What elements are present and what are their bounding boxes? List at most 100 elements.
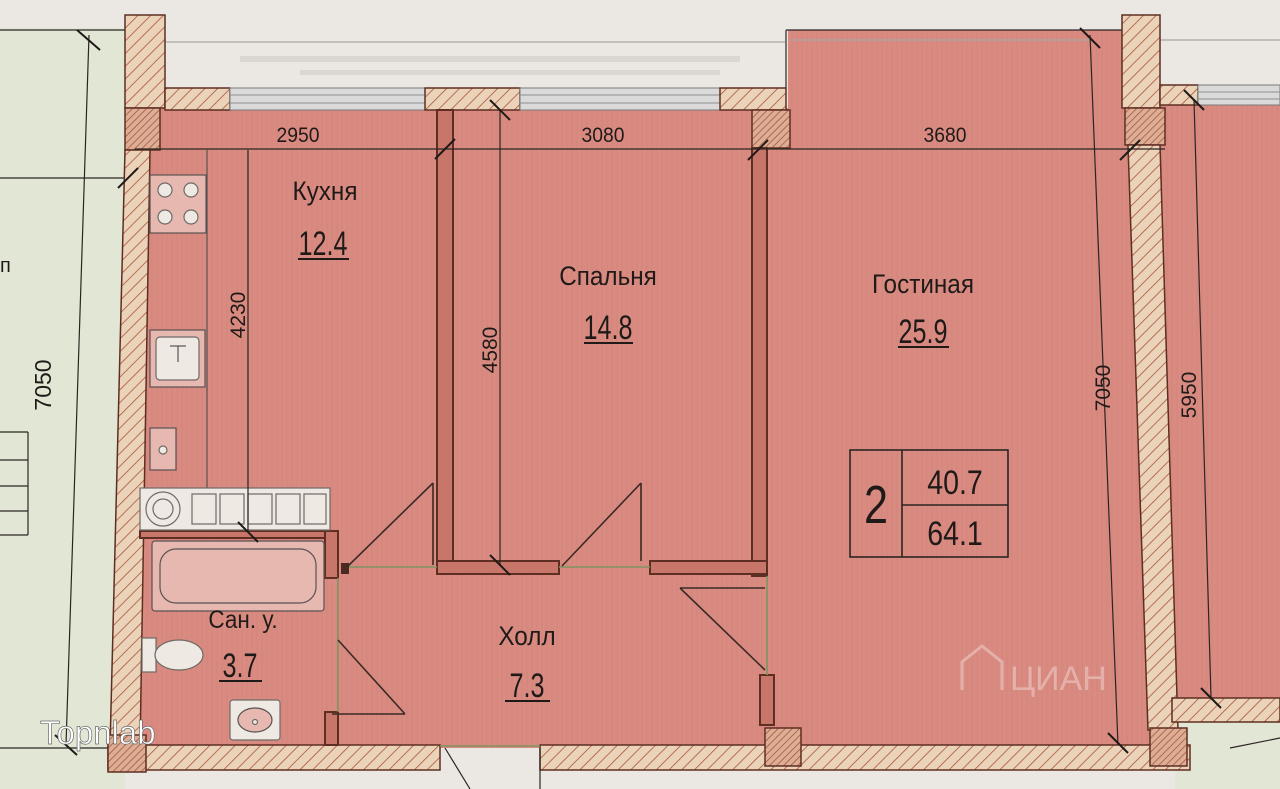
- dimension-tick: [747, 139, 769, 161]
- dimension-label-neighbor: 5950: [1178, 372, 1201, 419]
- edge-text-fragment: п: [0, 255, 11, 277]
- exterior-wall-bottom: [539, 744, 1191, 771]
- dimension-label-kitchen-width: 2950: [277, 124, 320, 147]
- partition-bedroom-living: [751, 147, 768, 577]
- partition-kitchen-bedroom: [436, 109, 454, 566]
- dimension-label-bedroom-depth: 4580: [479, 327, 502, 374]
- exterior-wall-top: [719, 87, 787, 111]
- summary-room-count: 2: [864, 476, 888, 536]
- window-frame: [229, 87, 426, 111]
- blurred-print: [300, 70, 720, 75]
- partition-bathroom-top: [139, 530, 339, 539]
- dimension-tick: [54, 734, 78, 756]
- washbasin-icon: [229, 699, 281, 741]
- wall-column: [107, 734, 147, 773]
- room-name-kitchen: Кухня: [292, 177, 357, 206]
- room-area-bathroom: 3.7: [223, 647, 258, 685]
- toilet-tank: [141, 637, 157, 673]
- exterior-wall-bottom: [107, 744, 441, 771]
- counter-cell: [275, 493, 301, 525]
- room-area-hall: 7.3: [510, 667, 545, 705]
- door-swing: [561, 482, 642, 567]
- counter-cell: [303, 493, 327, 525]
- dimension-tick: [489, 99, 511, 121]
- door-jamb: [341, 563, 349, 574]
- kitchen-appliance-icon: [149, 427, 177, 471]
- window-frame: [519, 87, 721, 111]
- outside-area-bottom-right: [1175, 720, 1280, 789]
- agency-watermark: Topnlab: [40, 714, 156, 751]
- wall-column: [1124, 107, 1166, 146]
- window-kitchen: [229, 87, 426, 111]
- room-area-living-room: 25.9: [899, 313, 948, 351]
- counter-cell: [191, 493, 217, 525]
- washing-machine-icon: [145, 491, 181, 527]
- utility-counter: [139, 487, 331, 531]
- outside-line: [1229, 737, 1280, 749]
- kitchen-sink-icon: [149, 329, 206, 388]
- house-icon: [960, 644, 1004, 690]
- room-name-living-room: Гостиная: [872, 270, 974, 299]
- stove-burner: [157, 209, 173, 225]
- neighbor-wall-top: [1159, 84, 1199, 106]
- neighbor-apartment-floor: [1158, 100, 1280, 700]
- outside-table-fragment: [0, 431, 29, 536]
- dimension-line-overall-left: [65, 34, 90, 746]
- wall-column: [124, 107, 161, 151]
- partition-bedroom-hall-right: [649, 560, 768, 575]
- dimension-tick: [76, 29, 101, 51]
- entrance-line: [444, 747, 471, 789]
- dimension-tick: [1107, 732, 1129, 754]
- summary-frame: [849, 449, 1009, 558]
- room-name-bathroom: Сан. у.: [208, 606, 277, 634]
- room-name-hall: Холл: [498, 622, 555, 651]
- door-swing: [337, 639, 406, 715]
- stove-burner: [183, 182, 199, 198]
- counter-cell: [219, 493, 245, 525]
- dimension-tick: [117, 167, 139, 189]
- blurred-print: [240, 56, 740, 62]
- stove-burner: [183, 209, 199, 225]
- outside-area-left: [0, 28, 125, 789]
- dimension-tick: [1079, 27, 1101, 49]
- wall-column: [1149, 727, 1188, 767]
- exterior-wall-pillar-left: [124, 14, 166, 109]
- room-area-bedroom: 14.8: [584, 309, 633, 347]
- dimension-line-neighbor: [1193, 99, 1212, 699]
- dimension-label-overall-left: 7050: [30, 359, 56, 410]
- apartment-summary-box: 2 40.7 64.1: [849, 449, 1009, 558]
- window-frame: [1197, 84, 1280, 106]
- door-bathroom: [332, 639, 406, 715]
- appliance-dot: [158, 445, 168, 455]
- counter-cell: [247, 493, 273, 525]
- dimension-tick: [1119, 139, 1141, 161]
- dimension-tick: [1183, 89, 1205, 111]
- door-swing: [679, 587, 766, 671]
- exterior-wall-pillar-right: [1121, 14, 1161, 109]
- dimension-tick: [1200, 687, 1222, 709]
- dimension-label-kitchen-depth: 4230: [227, 292, 250, 339]
- summary-living-area: 40.7: [927, 464, 983, 502]
- door-swing: [346, 482, 434, 568]
- stove-body: [149, 174, 207, 234]
- partition-hall-living: [759, 674, 775, 726]
- dimension-tick: [434, 138, 456, 160]
- room-area-kitchen: 12.4: [299, 225, 348, 263]
- toilet-icon: [141, 637, 204, 673]
- wall-column: [764, 727, 802, 767]
- dimension-label-overall-right: 7050: [1092, 365, 1115, 412]
- listing-site-watermark-text: ЦИАН: [1010, 660, 1107, 698]
- dimension-tick: [489, 554, 511, 576]
- dimension-label-living-width: 3680: [924, 124, 967, 147]
- wall-column: [751, 109, 791, 149]
- washbasin-drain: [251, 718, 259, 726]
- dimension-label-bedroom-width: 3080: [582, 124, 625, 147]
- listing-site-watermark: ЦИАН: [960, 644, 1107, 698]
- door-living-room: [679, 587, 766, 671]
- dimension-line-overall-right: [1089, 34, 1119, 746]
- stove-burner: [157, 182, 173, 198]
- bathtub-icon: [151, 540, 325, 612]
- toilet-bowl: [154, 639, 204, 671]
- window-neighbor: [1197, 84, 1280, 106]
